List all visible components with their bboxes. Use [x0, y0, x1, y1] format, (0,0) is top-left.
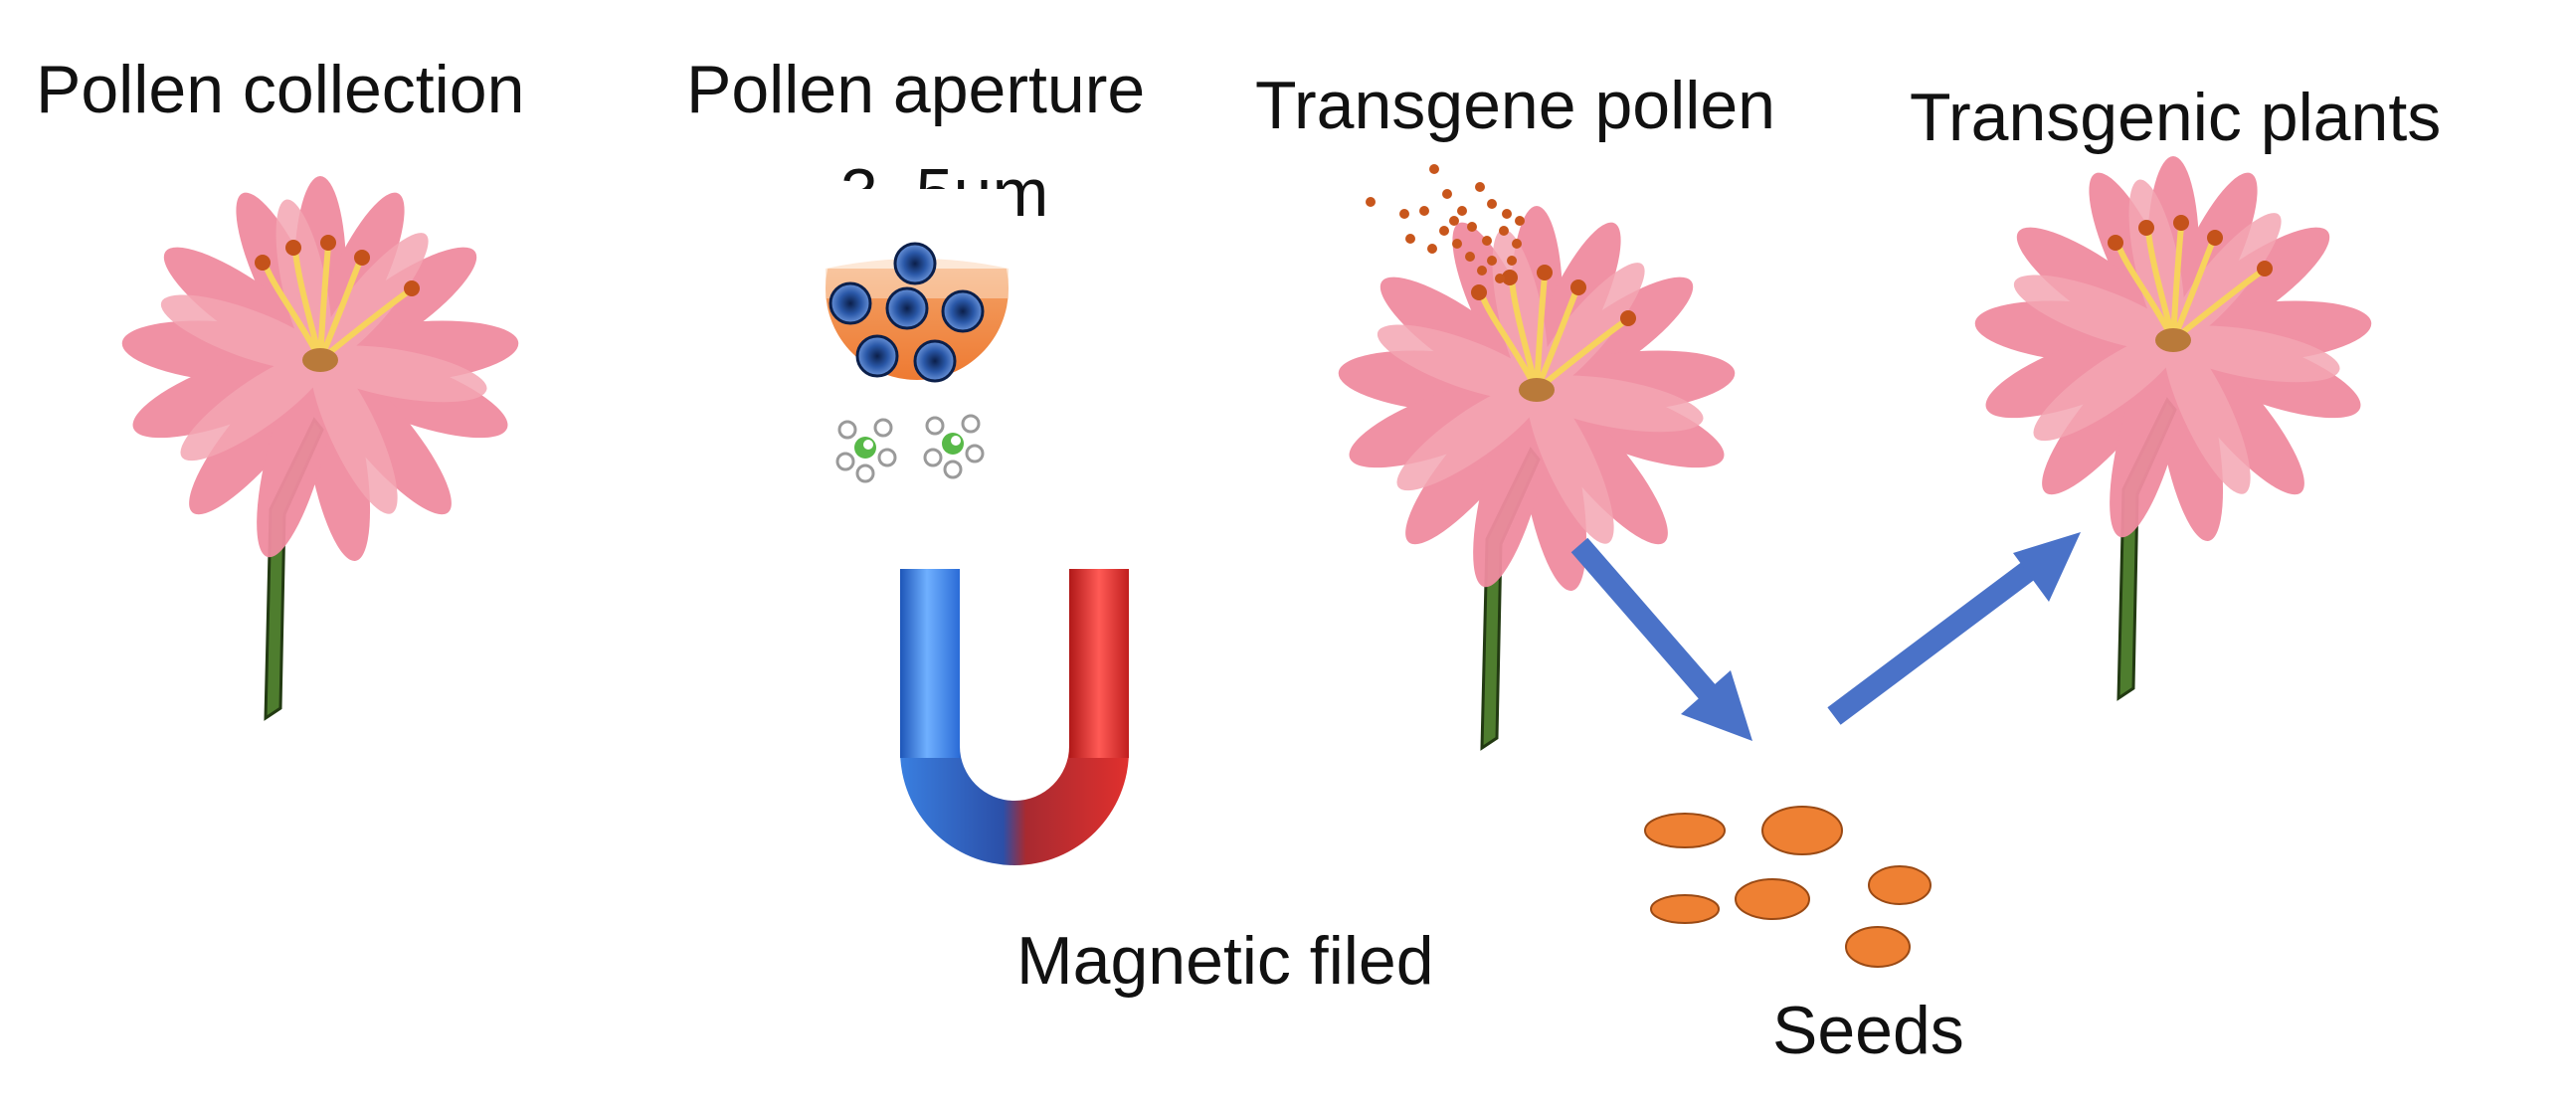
- arrow-icon: [1570, 532, 2081, 741]
- pollen-dots: [1366, 164, 1525, 283]
- label-pollen-aperture: Pollen aperture: [686, 52, 1146, 127]
- label-transgene-pollen: Transgene pollen: [1255, 68, 1775, 143]
- seed-icon: [1644, 806, 1932, 968]
- gene-complexes: [835, 414, 985, 483]
- label-transgenic-plants: Transgenic plants: [1910, 80, 2442, 155]
- nanoparticles: [828, 242, 985, 383]
- flower-icon: [1972, 156, 2374, 698]
- label-pollen-collection: Pollen collection: [36, 52, 525, 127]
- label-magnetic-field: Magnetic filed: [1016, 923, 1434, 999]
- label-seeds: Seeds: [1772, 993, 1964, 1068]
- magnet-icon: [900, 569, 1129, 865]
- flower-icon: [119, 176, 521, 718]
